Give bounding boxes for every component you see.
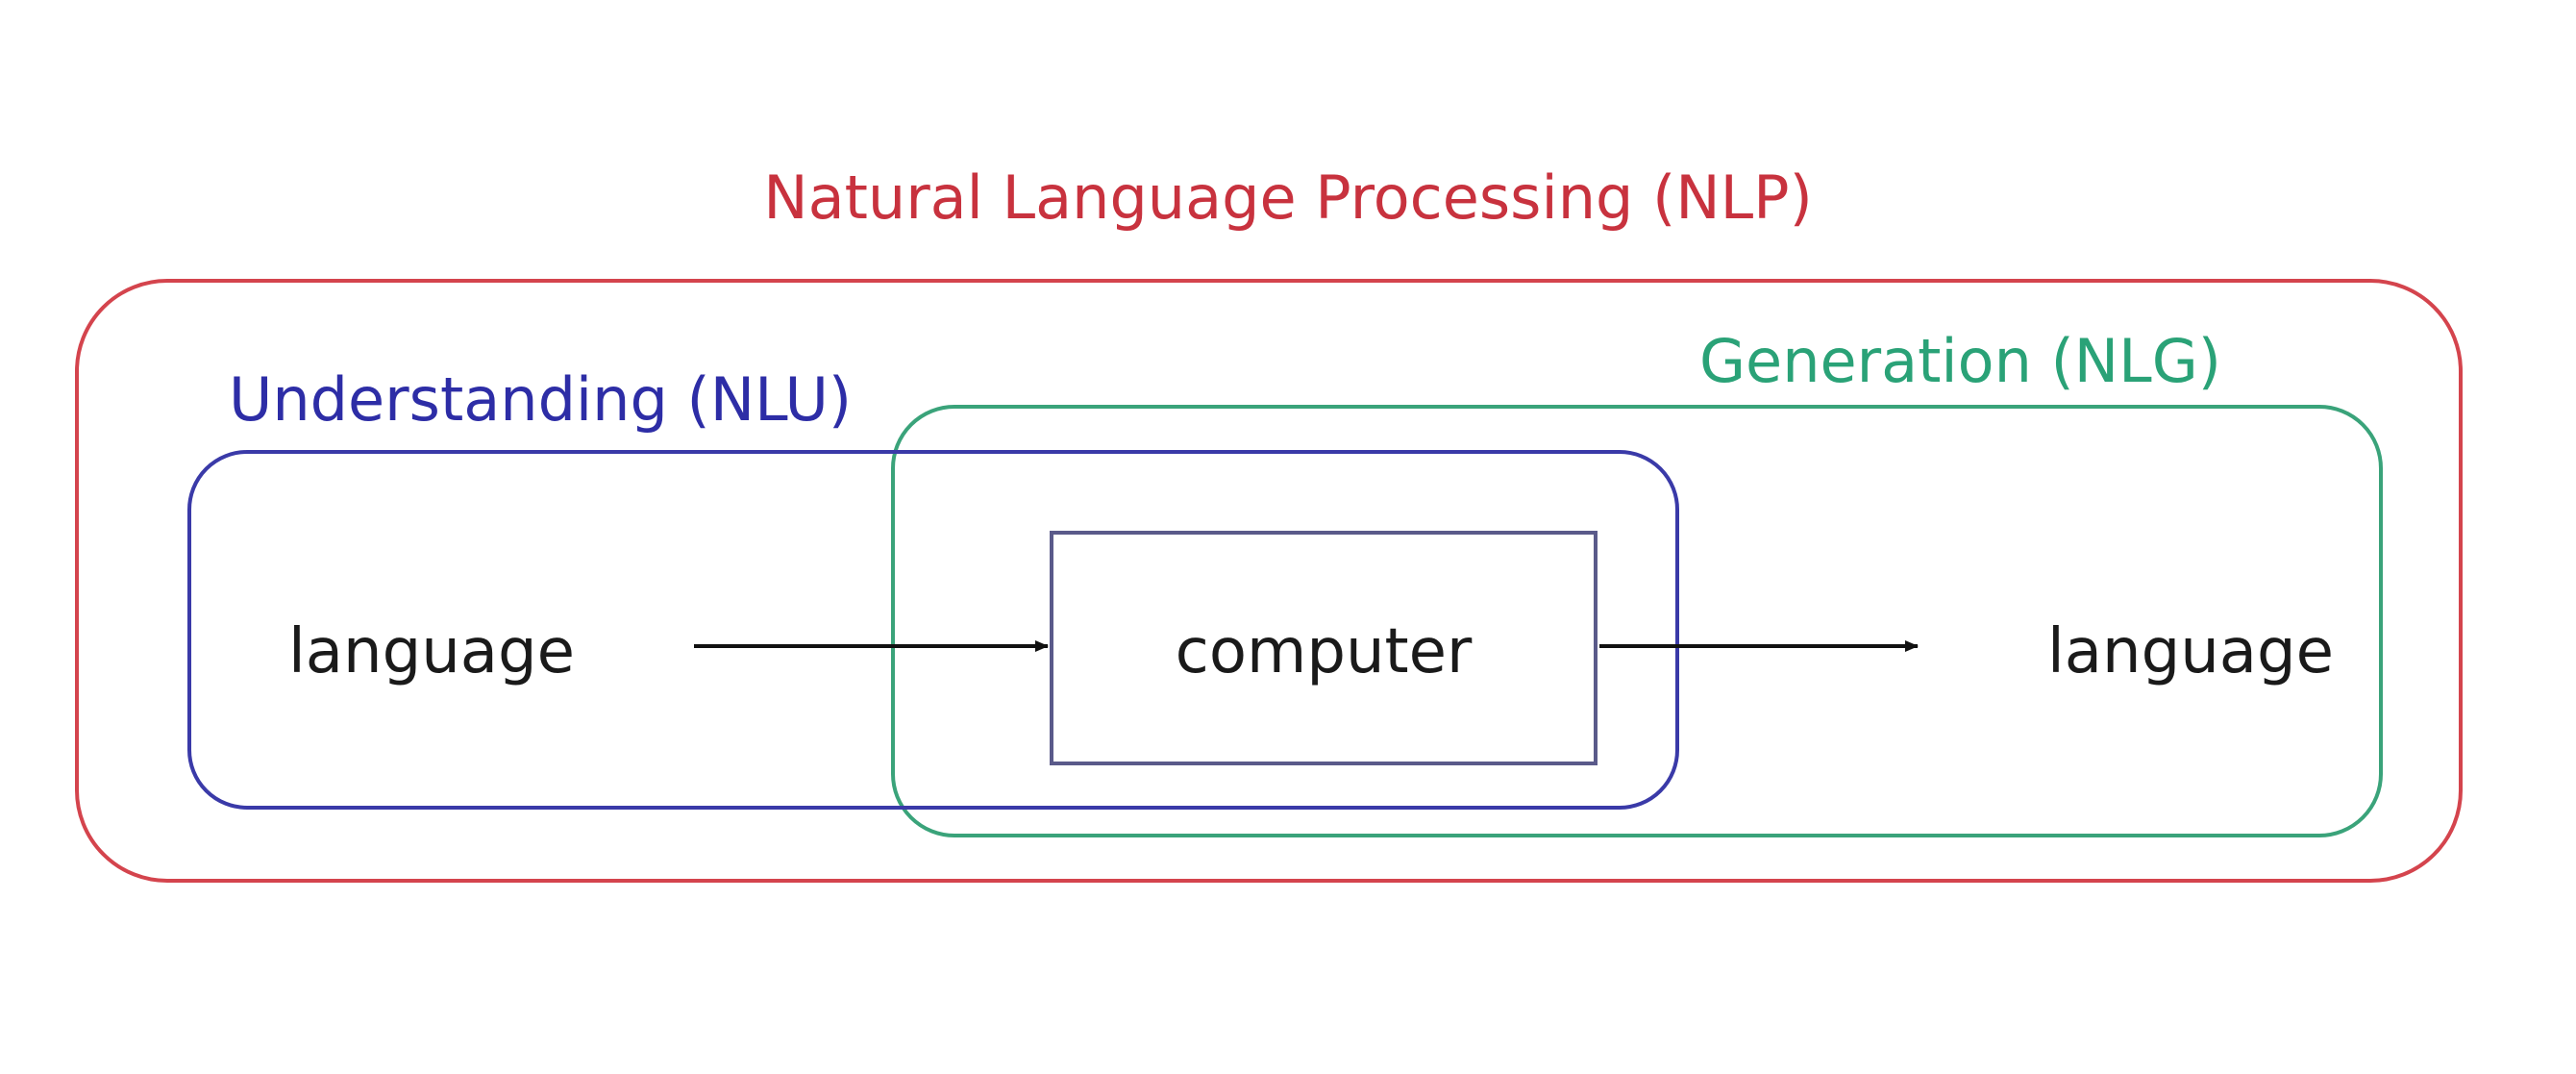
computer-box [1050, 531, 1598, 765]
nlp-title: Natural Language Processing (NLP) [763, 162, 1813, 233]
output-language-label: language [2047, 616, 2334, 687]
computer-label: computer [1175, 616, 1473, 687]
nlp-container [75, 279, 2463, 883]
nlu-title: Understanding (NLU) [229, 364, 853, 435]
input-language-label: language [288, 616, 575, 687]
nlu-container [187, 450, 1679, 810]
nlg-title: Generation (NLG) [1699, 326, 2221, 396]
nlg-container [891, 405, 2383, 837]
